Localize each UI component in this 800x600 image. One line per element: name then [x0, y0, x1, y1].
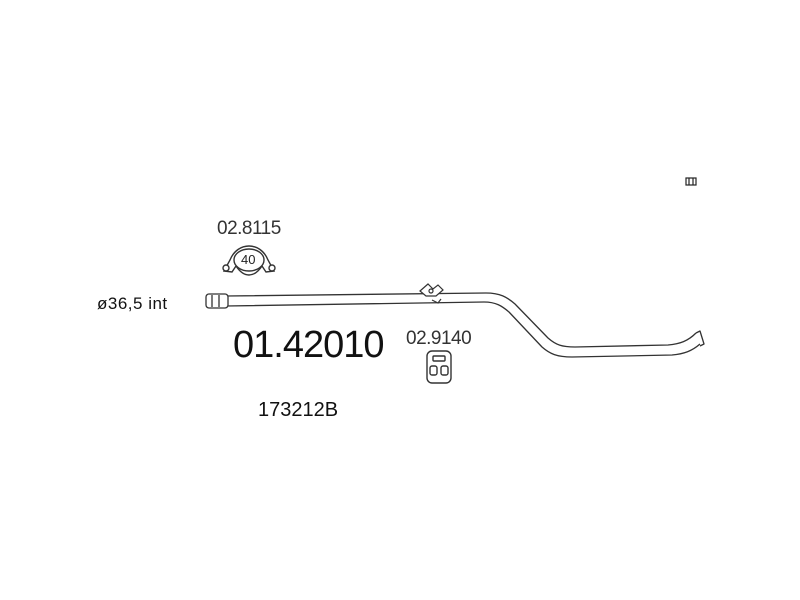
hanger-part-number: 02.9140	[406, 328, 472, 349]
bracket-lower	[431, 298, 442, 304]
bracket-hole	[428, 288, 434, 294]
pipe-diameter-label: ø36,5 int	[97, 294, 168, 313]
corner-logo-icon	[685, 177, 697, 186]
exhaust-pipe	[225, 292, 705, 358]
hanger-hole-right	[440, 365, 449, 376]
rubber-hanger	[426, 350, 452, 384]
socket-body	[205, 293, 229, 309]
hanger-slot-top	[432, 355, 446, 362]
main-part-number: 01.42010	[233, 324, 384, 366]
logo-bars	[688, 178, 694, 185]
hanger-hole-left	[429, 365, 438, 376]
socket-rings	[211, 295, 220, 307]
pipe-end-right	[695, 330, 705, 347]
pipe-outline-top	[225, 292, 697, 348]
clamp-bolt-left	[222, 264, 230, 272]
logo-box	[685, 177, 697, 186]
clamp-bolt-right	[268, 264, 276, 272]
pipe-outline-bottom	[225, 301, 701, 358]
exhaust-clamp	[222, 245, 276, 276]
pipe-bracket	[419, 283, 444, 304]
reference-code: 173212B	[258, 399, 339, 421]
clamp-part-number: 02.8115	[217, 218, 281, 239]
clamp-size-label: 40	[241, 252, 256, 267]
clamp-ring	[233, 248, 265, 272]
pipe-socket-left	[205, 293, 229, 309]
